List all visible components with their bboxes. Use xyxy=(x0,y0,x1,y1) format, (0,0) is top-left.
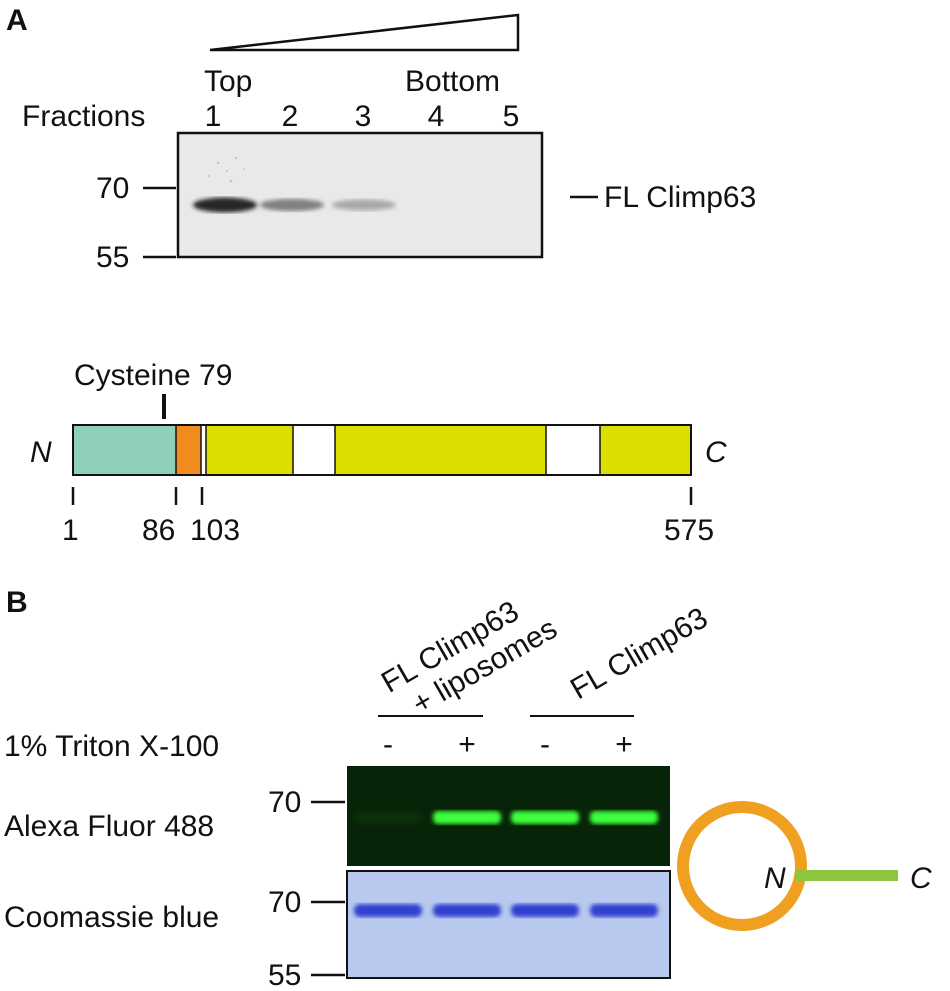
gradient-bottom-label: Bottom xyxy=(405,65,500,98)
group2-label: FL Climp63 xyxy=(565,601,713,706)
fraction-number-4: 4 xyxy=(428,100,445,133)
blot-speckle xyxy=(208,156,245,183)
triton-state-lane-3: - xyxy=(540,728,550,761)
panel-a-letter: A xyxy=(6,4,28,37)
position-label-103: 103 xyxy=(190,514,240,547)
domain-n-terminus: N xyxy=(30,436,52,469)
position-label-575: 575 xyxy=(664,514,714,547)
western-band-lane-2 xyxy=(260,198,324,212)
alexa-band-lane-3 xyxy=(511,811,579,824)
coomassie-band-lane-4 xyxy=(590,904,658,917)
gradient-wedge xyxy=(209,13,520,52)
gap-2 xyxy=(546,425,600,475)
coomassie-band-lane-1 xyxy=(354,904,422,917)
domain-bar xyxy=(72,424,692,476)
domain-c-terminus: C xyxy=(705,436,727,469)
fractions-label: Fractions xyxy=(22,100,145,133)
alexa-label: Alexa Fluor 488 xyxy=(4,810,214,843)
cysteine-region xyxy=(176,425,201,475)
western-marker-55: 55 xyxy=(96,241,129,274)
domain-bar-outline xyxy=(72,424,692,476)
cysteine-site-label: Cysteine 79 xyxy=(74,359,232,392)
triton-label: 1% Triton X-100 xyxy=(4,730,219,763)
coomassie-marker-55: 55 xyxy=(268,959,301,991)
western-band-lane-1 xyxy=(193,197,257,213)
triton-state-lane-2: + xyxy=(458,728,476,761)
gradient-top-label: Top xyxy=(204,65,252,98)
fraction-number-2: 2 xyxy=(282,100,299,133)
position-label-86: 86 xyxy=(142,514,175,547)
coomassie-band-lane-2 xyxy=(433,904,501,917)
alexa-marker-70: 70 xyxy=(268,786,301,819)
panel-b-letter: B xyxy=(6,586,28,619)
triton-state-lane-1: - xyxy=(383,728,393,761)
liposome-c-terminus: C xyxy=(910,862,932,895)
membrane-protein xyxy=(795,870,898,881)
n-terminal-domain xyxy=(73,425,176,475)
coomassie-band-lane-3 xyxy=(511,904,579,917)
western-blot xyxy=(176,131,544,259)
band-label: FL Climp63 xyxy=(604,181,756,214)
coomassie-label: Coomassie blue xyxy=(4,901,219,934)
triton-state-lane-4: + xyxy=(615,728,633,761)
liposome-circle xyxy=(677,801,807,931)
alexa-band-lane-1 xyxy=(354,811,422,824)
coomassie-gel xyxy=(346,870,671,979)
position-label-1: 1 xyxy=(62,514,79,547)
coomassie-marker-70: 70 xyxy=(268,886,301,919)
western-band-lane-3 xyxy=(332,199,396,211)
fraction-number-5: 5 xyxy=(503,100,520,133)
western-marker-70: 70 xyxy=(96,172,129,205)
c-terminal-domain xyxy=(206,425,691,475)
alexa-band-lane-2 xyxy=(433,811,501,824)
fraction-number-3: 3 xyxy=(355,100,372,133)
fraction-number-1: 1 xyxy=(205,100,222,133)
alexa-band-lane-4 xyxy=(590,811,658,824)
liposome-n-terminus: N xyxy=(764,862,786,895)
gap-1 xyxy=(293,425,335,475)
